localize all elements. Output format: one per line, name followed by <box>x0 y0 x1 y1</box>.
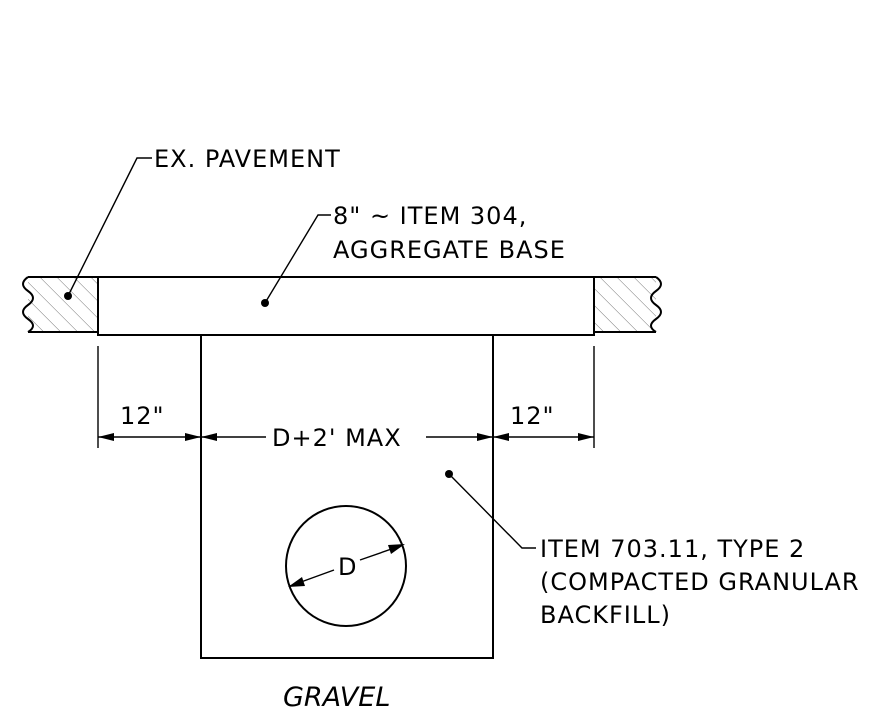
pipe-diameter-dimension <box>288 544 405 587</box>
label-backfill-line2: (COMPACTED GRANULAR <box>540 568 860 596</box>
aggregate-base-layer <box>97 276 595 336</box>
label-backfill-line3: BACKFILL) <box>540 601 671 629</box>
dimension-trench-width <box>201 433 493 441</box>
label-dim-right: 12" <box>510 402 555 430</box>
pipe-label-mask <box>336 553 360 581</box>
caption-gravel: GRAVEL <box>283 682 390 713</box>
existing-pavement-left <box>22 276 98 333</box>
leader-backfill <box>445 470 536 549</box>
pipe-circle <box>285 505 407 627</box>
label-pipe-diameter: D <box>338 553 357 581</box>
trench-outline <box>200 335 494 659</box>
existing-pavement-right <box>594 276 662 333</box>
dimension-right-12in <box>493 433 594 441</box>
label-aggregate-line2: AGGREGATE BASE <box>333 236 566 264</box>
label-aggregate-line1: 8" ~ ITEM 304, <box>333 202 527 230</box>
label-ex-pavement: EX. PAVEMENT <box>154 145 341 173</box>
dimension-extension-lines <box>97 346 595 448</box>
dimension-left-12in <box>98 433 201 441</box>
leader-ex-pavement <box>64 157 152 300</box>
label-dim-left: 12" <box>120 402 165 430</box>
leader-aggregate-base <box>261 214 331 307</box>
label-backfill-line1: ITEM 703.11, TYPE 2 <box>540 535 805 563</box>
label-dim-trench: D+2' MAX <box>272 424 402 452</box>
